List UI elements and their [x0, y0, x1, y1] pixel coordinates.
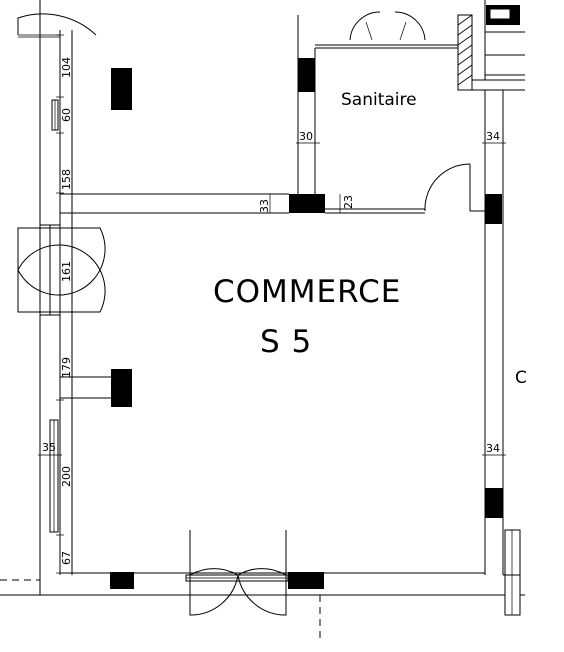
- dim-33: 33: [258, 199, 271, 213]
- dim-35: 35: [42, 441, 56, 454]
- partition-wall: [60, 163, 485, 214]
- partial-label: C: [515, 368, 527, 388]
- dim-161: 161: [60, 261, 73, 282]
- commerce-label: COMMERCE: [213, 274, 401, 310]
- left-dimensions: 104 60 158 161 179 35 200 67: [38, 57, 73, 565]
- dim-104: 104: [60, 57, 73, 78]
- structural-columns: [110, 58, 503, 589]
- right-wall: [482, 90, 506, 575]
- dim-179: 179: [60, 357, 73, 378]
- dim-34-top: 34: [486, 130, 500, 143]
- column-bottom-left: [110, 572, 134, 589]
- column-partition: [289, 194, 325, 213]
- dim-60: 60: [60, 108, 73, 122]
- column-bottom-mid: [288, 572, 324, 589]
- top-left-door: [17, 13, 97, 36]
- bottom-wall: [0, 572, 525, 640]
- hatched-wall: [457, 14, 473, 91]
- dim-158: 158: [60, 169, 73, 190]
- dim-23: 23: [342, 195, 355, 209]
- column-top-left: [111, 68, 132, 110]
- dim-200: 200: [60, 466, 73, 487]
- bottom-right-door: [503, 529, 521, 616]
- dim-67: 67: [60, 551, 73, 565]
- top-right-structure: [458, 0, 525, 91]
- dim-30: 30: [299, 130, 313, 143]
- bottom-double-door: [185, 530, 289, 616]
- stub-wall: [60, 376, 111, 399]
- sanitaire-walls: [297, 11, 459, 194]
- dim-34-bottom: 34: [486, 442, 500, 455]
- left-double-door: [17, 224, 106, 316]
- unit-label: S 5: [260, 324, 312, 360]
- sanitaire-label: Sanitaire: [341, 90, 417, 110]
- column-right-top: [485, 194, 502, 224]
- column-right-bottom: [485, 488, 503, 518]
- column-sanitaire-left: [298, 58, 315, 92]
- column-mid-left: [111, 369, 132, 407]
